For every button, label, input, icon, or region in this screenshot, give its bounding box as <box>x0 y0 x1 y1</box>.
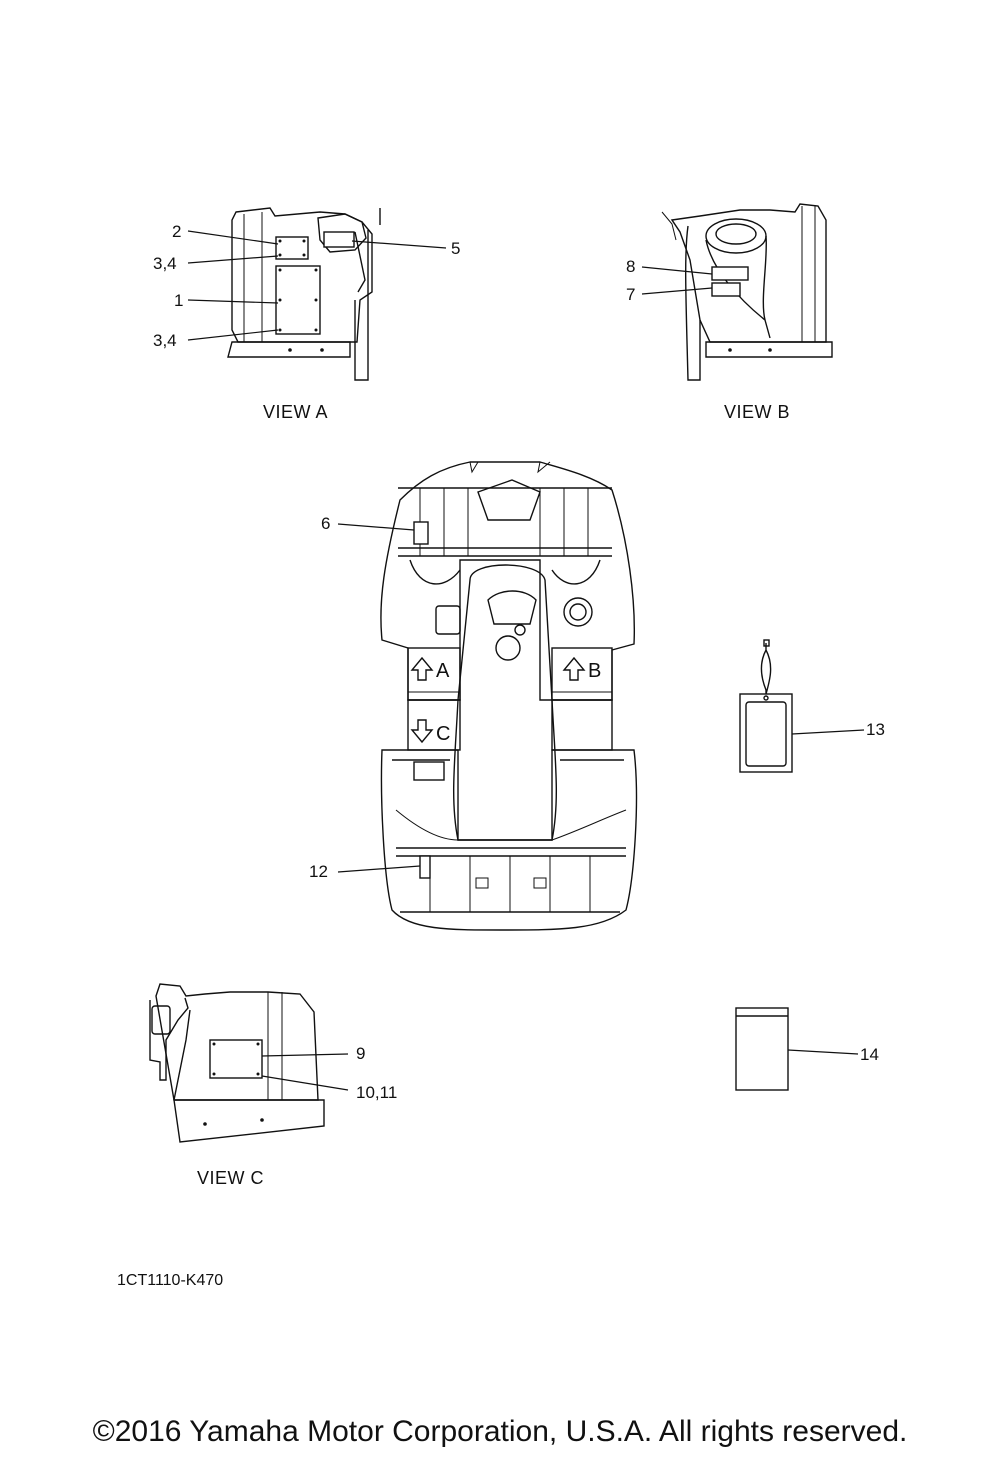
callout-12: 12 <box>309 862 328 881</box>
arrow-a-label: A <box>436 660 450 682</box>
callout-8: 8 <box>626 257 635 276</box>
label-6-position <box>413 521 429 545</box>
manual-14 <box>735 1007 789 1091</box>
callout-3-4-top: 3,4 <box>153 254 177 273</box>
view-c-label: VIEW C <box>197 1168 264 1188</box>
callout-5: 5 <box>451 239 460 258</box>
callout-9: 9 <box>356 1044 365 1063</box>
callout-14: 14 <box>860 1045 879 1064</box>
drawing-code: 1CT1110-K470 <box>117 1272 223 1289</box>
hang-tag-13 <box>739 639 793 773</box>
atv-top-view <box>380 461 638 931</box>
callout-13: 13 <box>866 720 885 739</box>
arrow-c-label: C <box>436 723 450 745</box>
view-c-drawing <box>149 983 325 1143</box>
view-b-drawing <box>661 203 833 381</box>
callout-1: 1 <box>174 291 183 310</box>
arrow-b-label: B <box>588 660 601 682</box>
callout-7: 7 <box>626 285 635 304</box>
callout-2: 2 <box>172 222 181 241</box>
callout-3-4-bottom: 3,4 <box>153 331 177 350</box>
view-a-drawing <box>227 207 381 381</box>
callout-10-11: 10,11 <box>356 1083 397 1102</box>
view-b-label: VIEW B <box>724 402 790 422</box>
copyright-notice: ©2016 Yamaha Motor Corporation, U.S.A. A… <box>92 1415 908 1448</box>
view-a-label: VIEW A <box>263 402 328 422</box>
callout-6: 6 <box>321 514 330 533</box>
